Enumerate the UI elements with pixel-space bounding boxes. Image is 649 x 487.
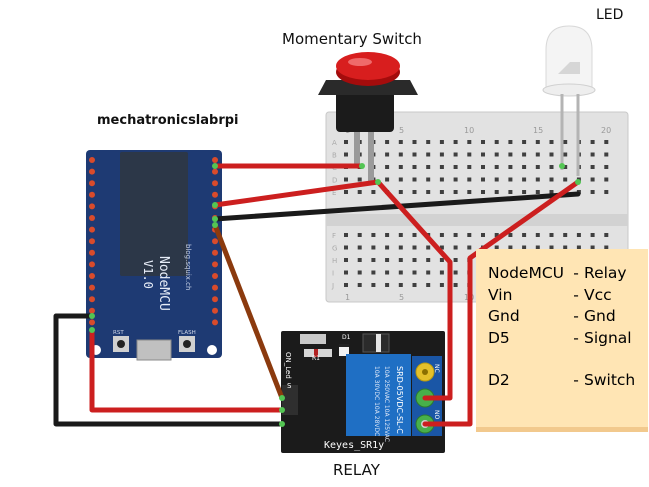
legend-relay-pin: Vcc — [584, 285, 612, 304]
bb-row-label: E — [332, 189, 336, 197]
legend-nodemcu-pin: D2 — [488, 371, 510, 389]
wires — [53, 163, 581, 427]
wire-led-relay-com — [422, 179, 581, 427]
legend-nodemcu-pin: NodeMCU — [488, 264, 564, 282]
legend-relay-pin: Relay — [584, 264, 627, 282]
legend-relay-pin: Signal — [584, 328, 632, 347]
bb-row-label: B — [332, 152, 337, 160]
relay-module: Keyes_SR1y D1 R1 SRD-05VDC-SL-C 10A 250V… — [281, 331, 445, 453]
legend-row: Vin - Vcc — [488, 285, 648, 307]
bb-col-20: 20 — [601, 126, 611, 135]
wire-switch-relay-no — [375, 179, 453, 401]
nodemcu-version: V1.0 — [141, 260, 155, 289]
legend-row: D2 - Switch — [488, 370, 648, 392]
switch-label: Momentary Switch — [282, 30, 422, 48]
relay-label: RELAY — [333, 461, 380, 479]
bb-row-label: I — [332, 270, 334, 278]
led — [542, 25, 596, 176]
relay-rating1: 10A 250VAC 10A 125VAC — [383, 366, 390, 442]
bb-row-label: H — [332, 257, 337, 265]
flash-label: FLASH — [178, 330, 196, 336]
rst-label: RST — [113, 330, 124, 336]
pin-markers — [89, 163, 581, 427]
led-label: LED — [596, 7, 624, 23]
pin-mapping-legend: NodeMCU - Relay Vin - Vcc Gnd - Gnd D5 -… — [476, 249, 648, 432]
nodemcu-site: blog.squix.ch — [184, 244, 192, 290]
legend-separator: - — [573, 371, 579, 389]
relay-brand: Keyes_SR1y — [324, 440, 384, 451]
legend-nodemcu-pin: Vin — [488, 285, 513, 304]
relay-rating2: 10A 30VDC 10A 28VDC — [373, 366, 380, 436]
legend-separator: - — [573, 328, 579, 347]
legend-relay-pin: Gnd — [584, 307, 616, 325]
relay-model: SRD-05VDC-SL-C — [395, 366, 404, 434]
legend-separator: - — [573, 264, 579, 282]
legend-relay-pin: Switch — [584, 371, 636, 389]
legend-nodemcu-pin: D5 — [488, 328, 510, 347]
legend-row: NodeMCU - Relay — [488, 263, 648, 285]
momentary-switch — [318, 52, 418, 182]
bb-col-5-bottom: 5 — [399, 293, 404, 302]
relay-no-label: NO — [433, 410, 440, 419]
relay-onled-label: ON_Led — [284, 352, 292, 379]
wire-signal — [212, 222, 285, 401]
wire-d2-switch — [212, 179, 381, 208]
wire-gnd — [53, 313, 285, 427]
nodemcu-board: RST FLASH NodeMCU V1.0 blog.squix.ch — [86, 150, 222, 361]
wire-vin — [89, 327, 285, 413]
relay-nc-label: NC — [433, 364, 440, 373]
legend-row: D5 - Signal — [488, 328, 648, 350]
legend-nodemcu-pin: Gnd — [488, 307, 520, 325]
legend-separator: - — [573, 307, 579, 325]
bb-col-1-bottom: 1 — [345, 293, 350, 302]
relay-r1-label: R1 — [312, 355, 320, 362]
relay-s-label: S — [287, 382, 292, 390]
bb-row-label: F — [332, 232, 336, 240]
relay-d1-label: D1 — [342, 334, 351, 341]
bb-col-15: 15 — [533, 126, 543, 135]
bb-row-label: D — [332, 177, 337, 185]
bb-col-10: 10 — [464, 126, 474, 135]
nodemcu-name: NodeMCU — [156, 256, 171, 311]
bb-row-label: A — [332, 139, 337, 147]
bb-row-label: J — [331, 282, 334, 290]
wire-gnd-led — [212, 191, 581, 222]
author-label: mechatronicslabrpi — [97, 113, 239, 128]
legend-separator: - — [573, 285, 579, 304]
bb-col-5: 5 — [399, 126, 404, 135]
bb-row-label: G — [332, 245, 337, 253]
legend-row: Gnd - Gnd — [488, 306, 648, 328]
